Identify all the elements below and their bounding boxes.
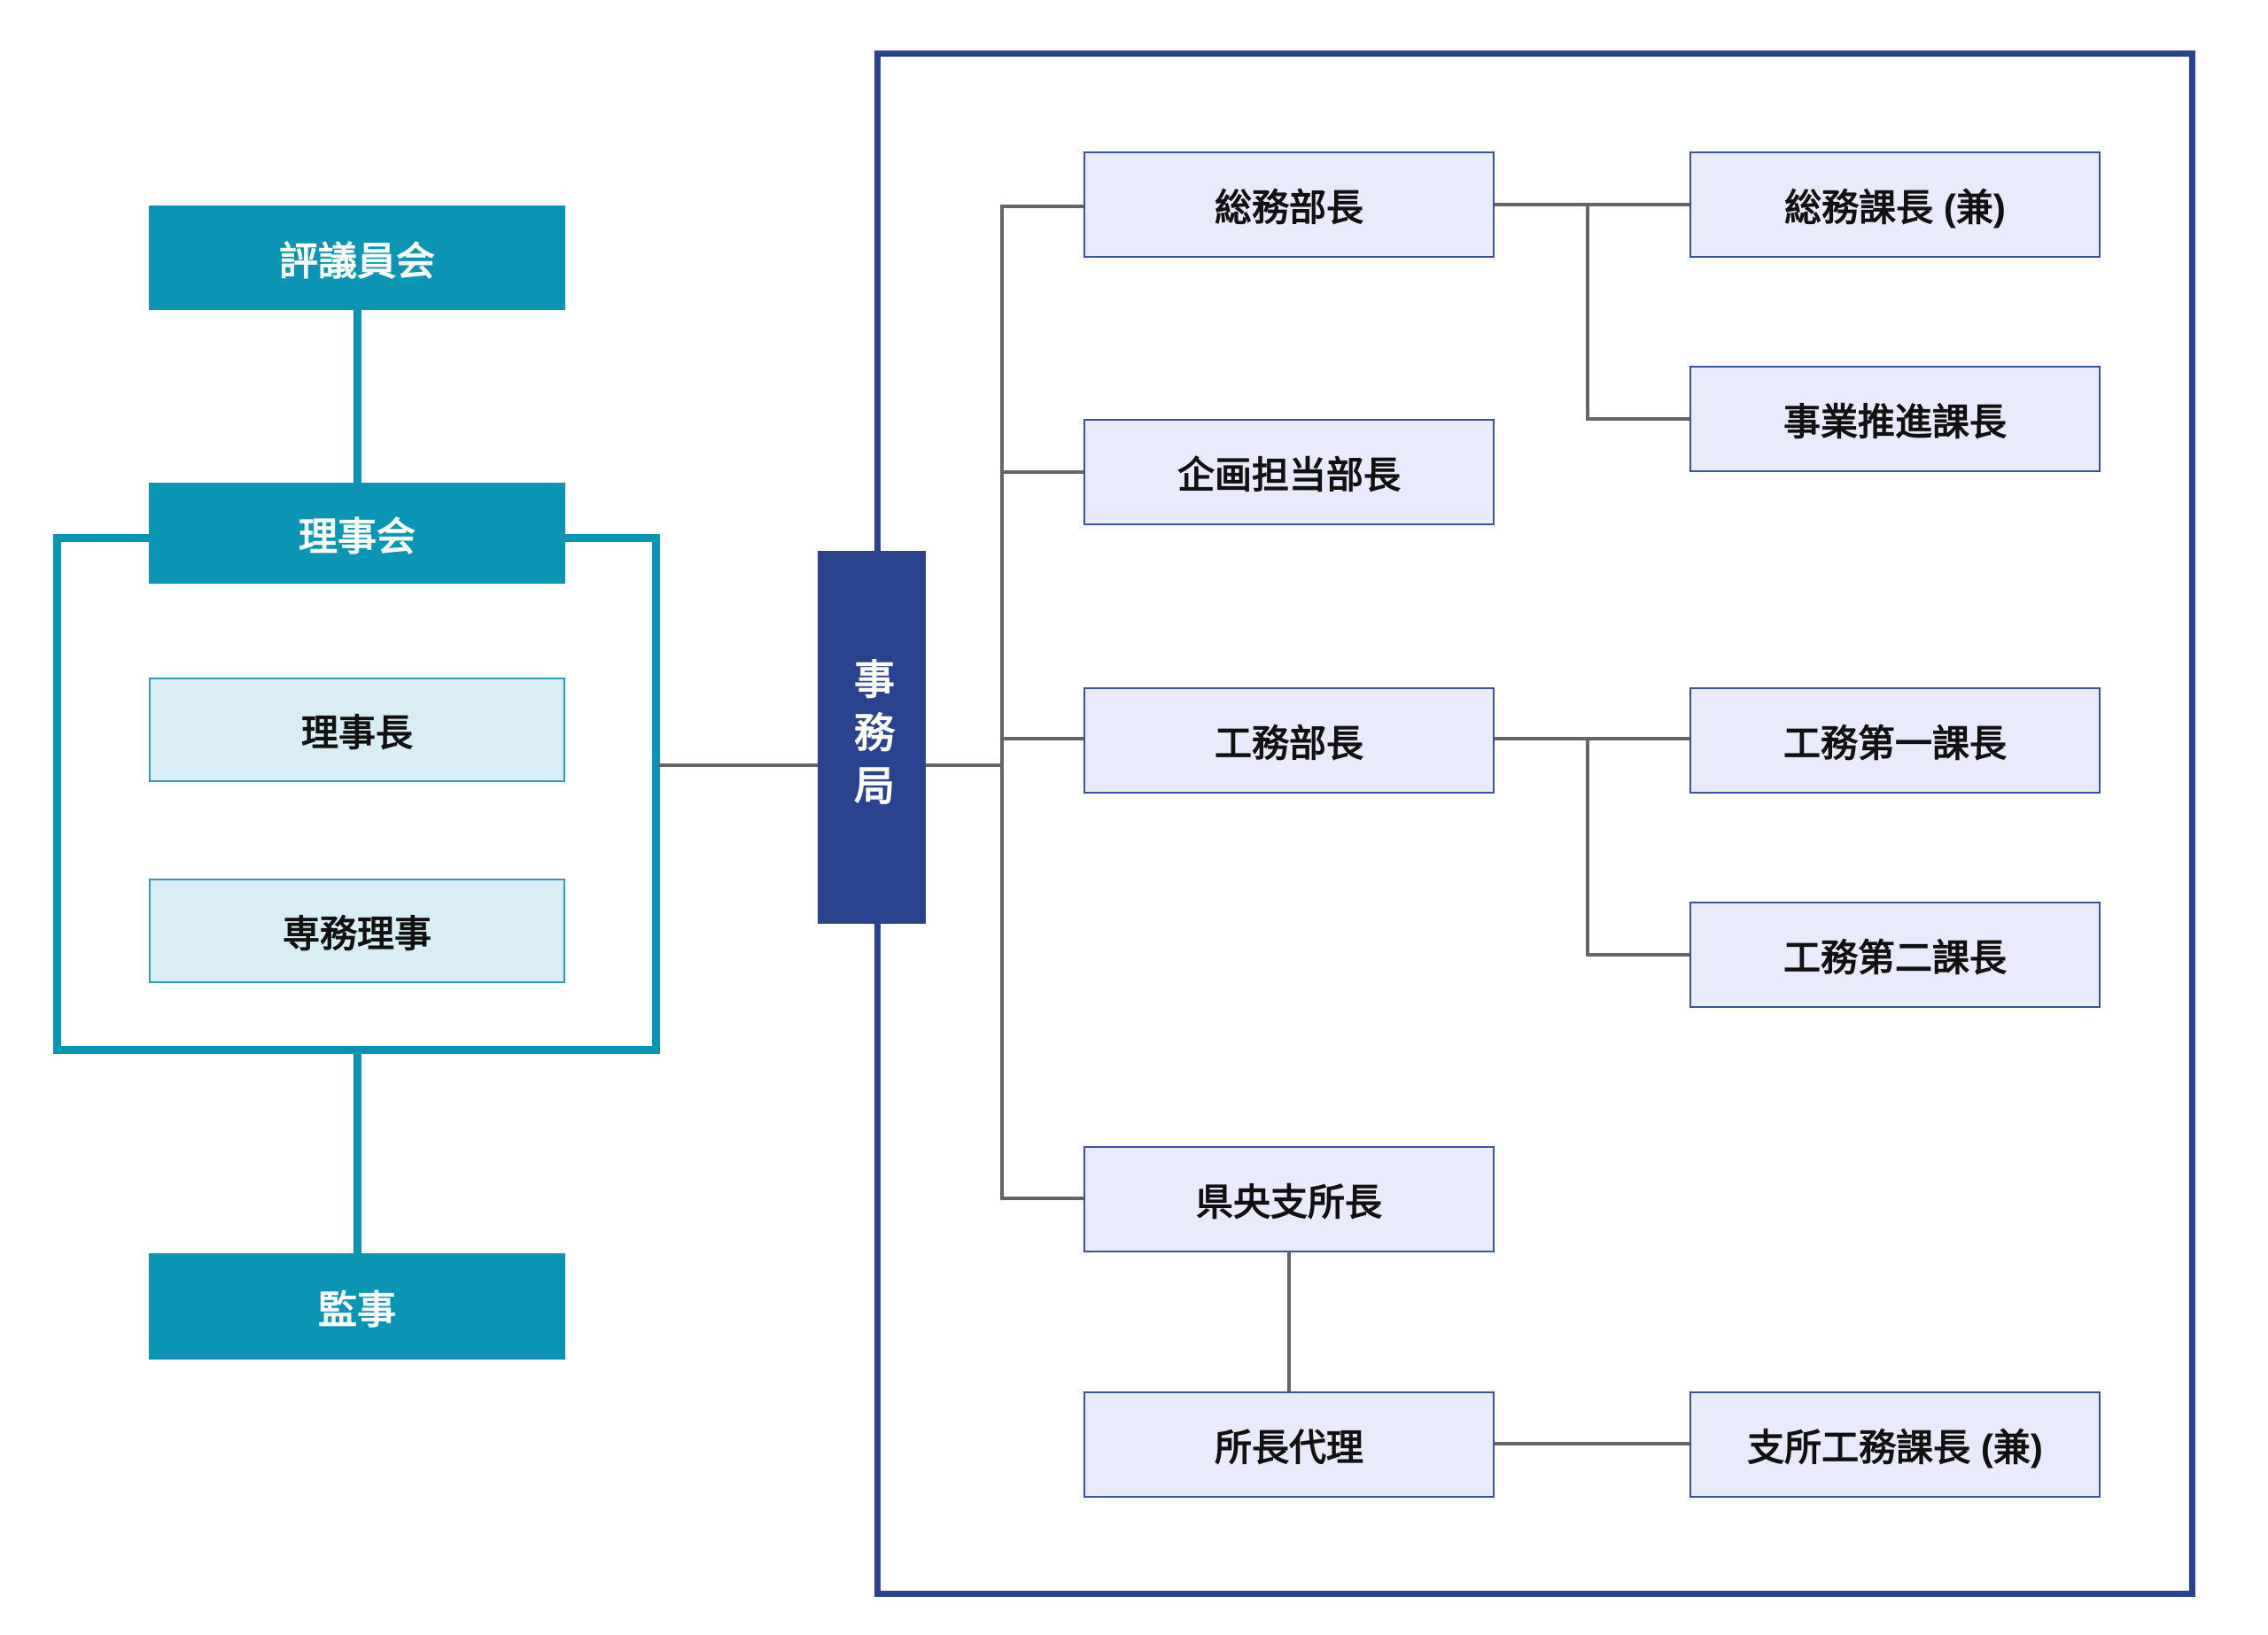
node-business-promotion-sec-head: 事業推進課長 [1689,366,2101,472]
node-general-affairs-dept-head-label: 総務部長 [1214,186,1363,229]
node-engineering-sec1-head-label: 工務第一課長 [1783,722,2007,764]
connector-somu-bucho-somu-kacho [1495,203,1689,206]
node-board: 理事会 [149,483,565,584]
node-kenou-branch-head-label: 県央支所長 [1195,1181,1382,1223]
connector-elbow-jigyo-suishin [1586,417,1689,421]
node-auditor: 監事 [149,1253,565,1360]
node-planning-dept-head: 企画担当部長 [1084,419,1495,525]
node-engineering-dept-head: 工務部長 [1084,687,1495,794]
node-kenou-branch-head: 県央支所長 [1084,1146,1495,1252]
node-engineering-sec2-head: 工務第二課長 [1689,902,2101,1008]
connector-trunk-vertical [1000,205,1004,1200]
node-branch-engineering-sec-head: 支所工務課長 (兼) [1689,1391,2101,1498]
node-general-affairs-dept-head: 総務部長 [1084,151,1495,258]
connector-komu-bucho-komu-dai1 [1495,737,1689,740]
node-secretariat: 事務局 [818,551,926,924]
node-general-affairs-sec-head: 総務課長 (兼) [1689,151,2101,258]
secretariat-group-frame [874,50,2195,1597]
node-council-label: 評議員会 [279,240,435,283]
node-engineering-sec1-head: 工務第一課長 [1689,687,2101,794]
node-deputy-branch-head: 所長代理 [1084,1391,1495,1498]
node-managing-director-label: 専務理事 [282,912,431,955]
node-engineering-sec2-head-label: 工務第二課長 [1783,936,2007,979]
connector-trunk-komu-bucho [1000,737,1084,740]
node-chairman: 理事長 [149,678,565,782]
connector-elbow-komu-dai2 [1586,953,1689,957]
node-managing-director: 専務理事 [149,879,565,983]
connector-trunk-kenou-shisho [1000,1197,1084,1200]
node-auditor-label: 監事 [318,1289,396,1332]
node-council: 評議員会 [149,205,565,310]
node-engineering-dept-head-label: 工務部長 [1214,722,1363,764]
node-business-promotion-sec-head-label: 事業推進課長 [1783,400,2007,443]
connector-trunk-somu-bucho [1000,205,1084,208]
connector-komu-elbow-vertical [1586,737,1589,955]
node-general-affairs-sec-head-label: 総務課長 (兼) [1784,186,2006,229]
node-secretariat-label: 事務局 [849,657,895,818]
connector-shocho-dairi-shisho-komu [1495,1442,1689,1445]
connector-somu-elbow-vertical [1586,203,1589,419]
node-planning-dept-head-label: 企画担当部長 [1177,453,1401,496]
connector-kenou-shocho-dairi [1287,1252,1291,1391]
node-board-label: 理事会 [299,515,416,559]
node-chairman-label: 理事長 [300,711,413,754]
connector-council-board [353,310,361,487]
node-deputy-branch-head-label: 所長代理 [1214,1426,1363,1468]
node-branch-engineering-sec-head-label: 支所工務課長 (兼) [1747,1426,2043,1468]
connector-trunk-kikaku-bucho [1000,470,1084,474]
connector-frame-auditor [353,1052,361,1256]
